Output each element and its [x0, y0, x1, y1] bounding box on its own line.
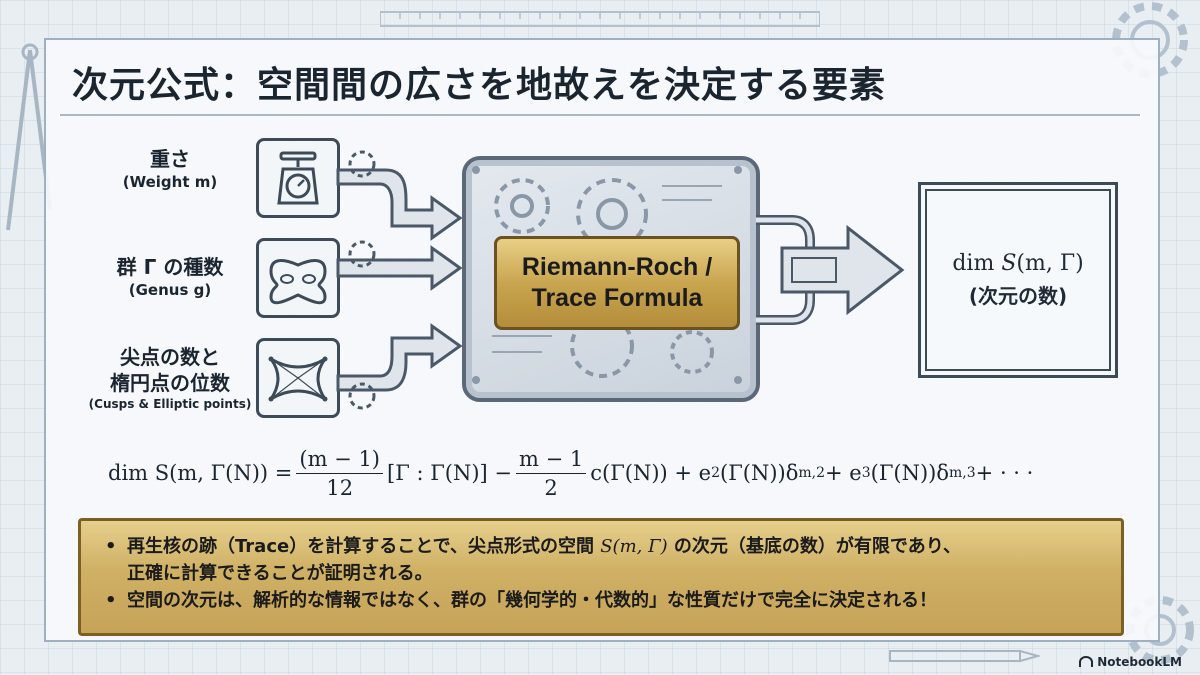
note-item: • 再生核の跡（Trace）を計算することで、尖点形式の空間 S(m, Γ) の…: [105, 533, 1101, 587]
input-label-genus: 群 Γ の種数 (Genus g): [70, 254, 270, 300]
small-gear-icon: [348, 150, 376, 410]
note-1-part-b: の次元（基底の数）が有限であり、: [667, 536, 961, 557]
decorative-pencil-icon: [889, 649, 1040, 663]
formula-sub-m2: m,2: [798, 465, 826, 481]
brand-watermark: NotebookLM: [1079, 655, 1182, 669]
formula-plate: Riemann-Roch / Trace Formula: [494, 236, 740, 330]
formula-sub-e3: 3: [861, 465, 871, 481]
formula-term-cusps: c(Γ(N)) + e: [590, 461, 712, 485]
output-expr-args: (m, Γ): [1016, 251, 1084, 276]
note-1-part-a: 再生核の跡（Trace）を計算することで、尖点形式の空間: [127, 536, 601, 557]
output-expr-prefix: dim: [952, 251, 1002, 276]
note-text-1: 再生核の跡（Trace）を計算することで、尖点形式の空間 S(m, Γ) の次元…: [127, 533, 961, 587]
scale-icon: [277, 151, 319, 205]
formula-sub-e2: 2: [711, 465, 721, 481]
formula-term-delta3: (Γ(N))δ: [870, 461, 950, 485]
machine-gears-icon: [472, 166, 742, 384]
notebooklm-logo-icon: [1079, 656, 1094, 667]
formula-lhs: dim S(m, Γ(N)) =: [108, 461, 293, 485]
note-1-part-c: 正確に計算できることが証明される。: [127, 563, 433, 584]
formula-fraction-1: (m − 1) 12: [296, 447, 383, 500]
dimension-formula: dim S(m, Γ(N)) = (m − 1) 12 [Γ : Γ(N)] −…: [108, 438, 1108, 508]
input-box-cusps: [256, 338, 340, 418]
output-caption: (次元の数): [968, 284, 1068, 308]
formula-term-delta2: (Γ(N))δ: [720, 461, 799, 485]
output-arrow-icon: [756, 215, 905, 325]
fraction-1-denominator: 12: [326, 475, 354, 500]
fraction-1-numerator: (m − 1): [296, 447, 383, 474]
formula-term-index: [Γ : Γ(N)] −: [387, 461, 512, 485]
formula-fraction-2: m − 1 2: [516, 447, 587, 500]
input-genus-title: 群 Γ の種数: [116, 255, 224, 279]
plate-line1: Riemann-Roch /: [521, 253, 713, 281]
input-cusps-subtitle: (Cusps & Elliptic points): [88, 397, 252, 411]
brand-name: NotebookLM: [1097, 655, 1182, 669]
input-label-cusps: 尖点の数と 楕円点の位数 (Cusps & Elliptic points): [60, 344, 280, 412]
input-pipes: [336, 150, 463, 410]
note-item: • 空間の次元は、解析的な情報ではなく、群の「幾何学的・代数的」な性質だけで完全…: [105, 587, 1101, 614]
note-1-math: S(m, Γ): [600, 536, 668, 557]
surface-icon: [269, 259, 327, 305]
page-title: 次元公式：空間間の広さを地故えを決定する要素: [72, 65, 887, 106]
output-expression: dim S(m, Γ): [952, 251, 1083, 276]
input-genus-subtitle: (Genus g): [128, 281, 212, 299]
formula-term-e3: + e: [825, 461, 862, 485]
note-text-2: 空間の次元は、解析的な情報ではなく、群の「幾何学的・代数的」な性質だけで完全に決…: [127, 590, 937, 611]
bullet-icon: •: [105, 536, 117, 557]
title-divider: [60, 114, 1140, 116]
bullet-icon: •: [105, 590, 117, 611]
fraction-2-denominator: 2: [544, 475, 558, 500]
plate-line2: Trace Formula: [531, 284, 703, 312]
notes-panel: • 再生核の跡（Trace）を計算することで、尖点形式の空間 S(m, Γ) の…: [78, 518, 1124, 636]
cusp-polygon-icon: [268, 356, 328, 402]
decorative-ruler-icon: [380, 11, 820, 27]
input-box-weight: [256, 138, 340, 218]
input-label-weight: 重さ (Weight m): [70, 146, 270, 192]
formula-term-ellipsis: + · · ·: [975, 461, 1034, 485]
output-expr-s: S: [1001, 251, 1017, 276]
output-box: dim S(m, Γ) (次元の数): [918, 182, 1118, 378]
formula-sub-m3: m,3: [949, 465, 976, 481]
input-cusps-title-line2: 楕円点の位数: [110, 371, 230, 395]
input-cusps-title-line1: 尖点の数と: [120, 345, 220, 369]
input-box-genus: [256, 238, 340, 318]
input-weight-title: 重さ: [150, 147, 190, 171]
fraction-2-numerator: m − 1: [516, 447, 587, 474]
input-weight-subtitle: (Weight m): [122, 173, 218, 191]
